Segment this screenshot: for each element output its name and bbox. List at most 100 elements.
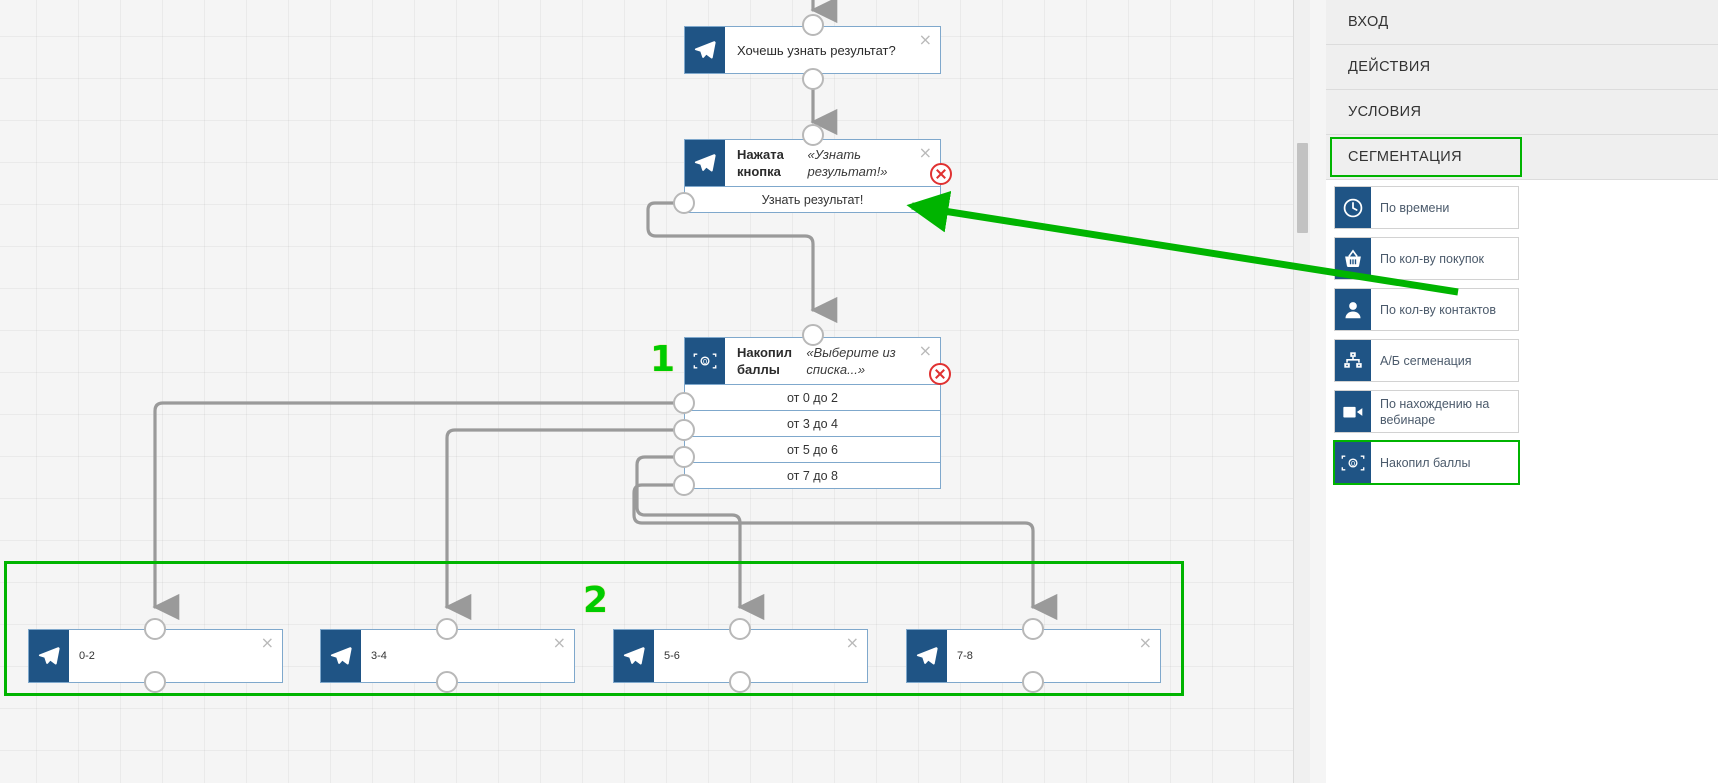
error-badge-points[interactable]	[929, 363, 951, 385]
node-title: Нажата кнопка «Узнать результат!»	[725, 140, 940, 186]
node-title-bold: Нажата кнопка	[737, 147, 784, 179]
node-button-pressed[interactable]: Нажата кнопка «Узнать результат!» × Узна…	[684, 139, 941, 213]
tile-po-nahozhdeniyu-na-vebinare[interactable]: По нахождению на вебинаре	[1334, 390, 1519, 433]
sidebar-section-segmentatsia[interactable]: СЕГМЕНТАЦИЯ	[1326, 135, 1718, 180]
sidebar-section-usloviya[interactable]: УСЛОВИЯ	[1326, 90, 1718, 135]
node-title-text: 3-4	[371, 649, 387, 662]
port-in-points[interactable]	[802, 324, 824, 346]
close-icon[interactable]: ×	[1138, 633, 1152, 652]
sidebar-section-label: СЕГМЕНТАЦИЯ	[1348, 149, 1462, 165]
node-header: 0 Накопил баллы «Выберите из списка...» ×	[685, 338, 940, 384]
selection-outline	[1330, 137, 1522, 177]
clock-icon	[1335, 187, 1371, 228]
node-title-text: 5-6	[664, 649, 680, 662]
close-icon[interactable]: ×	[552, 633, 566, 652]
telegram-icon	[685, 140, 725, 186]
tile-label: По нахождению на вебинаре	[1380, 396, 1490, 427]
telegram-icon	[907, 630, 947, 682]
port-in-leaf-0-2[interactable]	[144, 618, 166, 640]
node-title-italic: «Выберите из списка...»	[806, 345, 896, 377]
sidebar-section-label: ДЕЙСТВИЯ	[1348, 59, 1431, 75]
close-icon[interactable]: ×	[918, 30, 932, 49]
node-header: 5-6 ×	[614, 630, 867, 682]
segmentation-tile-grid: По времени По кол-ву покупок По кол-ву к…	[1326, 180, 1718, 485]
canvas-scrollbar-track[interactable]	[1293, 0, 1310, 783]
money-icon: 0	[685, 338, 725, 384]
tile-nakopil-bally[interactable]: 0 Накопил баллы	[1333, 440, 1520, 485]
telegram-icon	[29, 630, 69, 682]
error-badge-button[interactable]	[930, 163, 952, 185]
money-icon: 0	[1335, 442, 1371, 483]
telegram-icon	[614, 630, 654, 682]
tile-po-kol-vu-kontaktov[interactable]: По кол-ву контактов	[1334, 288, 1519, 331]
node-header: 3-4 ×	[321, 630, 574, 682]
close-icon[interactable]: ×	[918, 341, 932, 360]
node-header: Нажата кнопка «Узнать результат!» ×	[685, 140, 940, 186]
svg-text:0: 0	[703, 358, 707, 366]
port-in-button[interactable]	[802, 124, 824, 146]
svg-text:0: 0	[1351, 460, 1355, 468]
node-title: Накопил баллы «Выберите из списка...»	[725, 338, 940, 384]
basket-icon	[1335, 238, 1371, 279]
node-header: 0-2 ×	[29, 630, 282, 682]
port-out-ask[interactable]	[802, 68, 824, 90]
tile-po-kol-vu-pokupok[interactable]: По кол-ву покупок	[1334, 237, 1519, 280]
node-title: 0-2	[69, 630, 282, 682]
tile-po-vremeni[interactable]: По времени	[1334, 186, 1519, 229]
node-title: 7-8	[947, 630, 1160, 682]
sidebar-section-label: ВХОД	[1348, 14, 1389, 30]
tile-label: Накопил баллы	[1380, 455, 1471, 470]
right-sidebar[interactable]: ВХОД ДЕЙСТВИЯ УСЛОВИЯ СЕГМЕНТАЦИЯ По вре…	[1326, 0, 1718, 783]
port-in-ask[interactable]	[802, 14, 824, 36]
port-out-leaf-7-8[interactable]	[1022, 671, 1044, 693]
tile-label: По времени	[1380, 200, 1450, 215]
sidebar-section-label: УСЛОВИЯ	[1348, 104, 1422, 120]
tile-label: По кол-ву покупок	[1380, 251, 1485, 266]
node-title-text: 7-8	[957, 649, 973, 662]
sitemap-icon	[1335, 340, 1371, 381]
port-out-leaf-3-4[interactable]	[436, 671, 458, 693]
node-option-row-0-2[interactable]: от 0 до 2	[685, 384, 940, 410]
node-title-bold: Накопил баллы	[737, 345, 792, 377]
sidebar-section-vhod[interactable]: ВХОД	[1326, 0, 1718, 45]
sidebar-section-deystviya[interactable]: ДЕЙСТВИЯ	[1326, 45, 1718, 90]
port-out-leaf-5-6[interactable]	[729, 671, 751, 693]
port-out-button-option[interactable]	[673, 192, 695, 214]
port-out-0-2[interactable]	[673, 392, 695, 414]
tile-ab-segmentatsia[interactable]: А/Б сегменация	[1334, 339, 1519, 382]
marker-1: 1	[650, 339, 676, 380]
tile-label: А/Б сегменация	[1380, 353, 1472, 368]
video-icon	[1335, 391, 1371, 432]
node-title-text: Хочешь узнать результат?	[737, 42, 896, 58]
node-title-italic: «Узнать результат!»	[807, 147, 888, 179]
node-option-row[interactable]: Узнать результат!	[685, 186, 940, 212]
node-option-row-3-4[interactable]: от 3 до 4	[685, 410, 940, 436]
close-icon[interactable]: ×	[260, 633, 274, 652]
node-title: 3-4	[361, 630, 574, 682]
node-title: Хочешь узнать результат?	[725, 27, 940, 73]
node-title: 5-6	[654, 630, 867, 682]
node-ask-result[interactable]: Хочешь узнать результат? ×	[684, 26, 941, 74]
close-icon[interactable]: ×	[845, 633, 859, 652]
port-in-leaf-7-8[interactable]	[1022, 618, 1044, 640]
port-out-leaf-0-2[interactable]	[144, 671, 166, 693]
port-in-leaf-3-4[interactable]	[436, 618, 458, 640]
flow-canvas[interactable]: Хочешь узнать результат? × Нажата кнопка…	[0, 0, 1310, 783]
node-header: Хочешь узнать результат? ×	[685, 27, 940, 73]
canvas-scrollbar-thumb[interactable]	[1297, 143, 1308, 233]
port-in-leaf-5-6[interactable]	[729, 618, 751, 640]
marker-2: 2	[583, 580, 609, 621]
port-out-3-4[interactable]	[673, 419, 695, 441]
node-option-row-7-8[interactable]: от 7 до 8	[685, 462, 940, 488]
node-title-text: 0-2	[79, 649, 95, 662]
tile-label: По кол-ву контактов	[1380, 302, 1497, 317]
node-points-earned[interactable]: 0 Накопил баллы «Выберите из списка...» ×…	[684, 337, 941, 489]
close-icon[interactable]: ×	[918, 143, 932, 162]
telegram-icon	[685, 27, 725, 73]
port-out-5-6[interactable]	[673, 446, 695, 468]
telegram-icon	[321, 630, 361, 682]
node-header: 7-8 ×	[907, 630, 1160, 682]
node-option-row-5-6[interactable]: от 5 до 6	[685, 436, 940, 462]
person-icon	[1335, 289, 1371, 330]
port-out-7-8[interactable]	[673, 474, 695, 496]
